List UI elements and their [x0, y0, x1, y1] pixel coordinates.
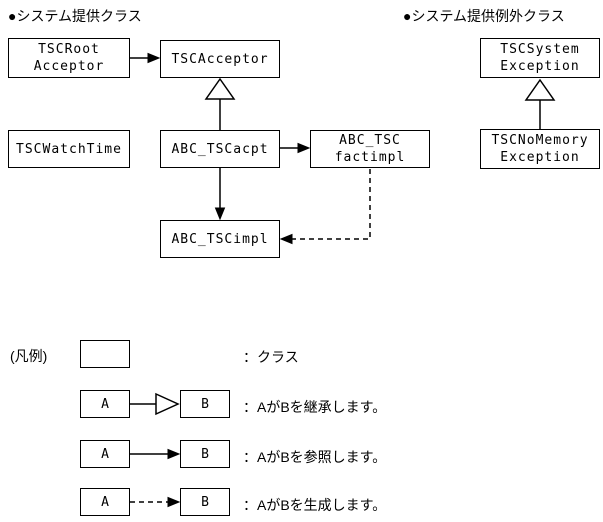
inheritance-link-abctscacpt-to-tscacceptor: [204, 77, 236, 130]
legend-create-box-b: B: [180, 488, 230, 516]
inheritance-link-tscnomemory-to-tscsystem: [524, 78, 556, 129]
legend-inherit-box-b: B: [180, 390, 230, 418]
arrow-head-right-icon: [147, 52, 161, 64]
legend-reference-box-b: B: [180, 440, 230, 468]
legend-reference-arrow: [130, 448, 181, 460]
class-node-abc-tscacpt: ABC_TSCacpt: [160, 130, 280, 168]
arrow-head-right-icon: [297, 142, 311, 154]
section-title-system-classes: ●システム提供クラス: [8, 8, 142, 24]
arrow-head-right-icon: [167, 448, 181, 460]
reference-arrow-tscroot-to-tscacceptor: [130, 52, 161, 64]
legend-inherit-desc: ：AがBを継承します。: [243, 399, 387, 415]
legend-create-desc: ：AがBを生成します。: [243, 497, 387, 513]
class-node-abc-tscimpl: ABC_TSCimpl: [160, 220, 280, 258]
section-title-system-exception-classes: ●システム提供例外クラス: [403, 8, 565, 24]
class-node-tscroot-acceptor: TSCRoot Acceptor: [8, 38, 130, 78]
arrow-head-right-icon: [167, 496, 181, 508]
legend-create-box-a: A: [80, 488, 130, 516]
class-node-tscsystem-exception: TSCSystem Exception: [480, 38, 600, 78]
legend-class-box: [80, 340, 130, 368]
class-node-abc-tscfactimpl: ABC_TSC factimpl: [310, 130, 430, 168]
creation-arrow-factimpl-to-abctscimpl: [279, 169, 371, 245]
dashed-arrow-line: [290, 169, 371, 240]
inheritance-triangle-icon: [155, 392, 180, 416]
legend-caption: (凡例): [10, 348, 48, 364]
class-node-tscacceptor: TSCAcceptor: [160, 40, 280, 78]
class-node-tscnomemory-exception: TSCNoMemory Exception: [480, 129, 600, 169]
legend-reference-desc: ：AがBを参照します。: [243, 449, 387, 465]
arrow-head-down-icon: [214, 207, 226, 221]
inheritance-triangle-icon: [204, 77, 236, 100]
class-node-tscwatchtime: TSCWatchTime: [8, 130, 130, 168]
legend-class-desc: ：クラス: [243, 349, 299, 365]
reference-arrow-abctscacpt-to-abctscimpl: [214, 168, 226, 221]
legend-reference-box-a: A: [80, 440, 130, 468]
legend-inherit-box-a: A: [80, 390, 130, 418]
arrow-head-left-icon: [279, 233, 293, 245]
legend-inherit-arrow: [130, 392, 180, 416]
inheritance-triangle-icon: [524, 78, 556, 101]
legend-create-arrow: [130, 496, 181, 508]
reference-arrow-abctscacpt-to-factimpl: [280, 142, 311, 154]
